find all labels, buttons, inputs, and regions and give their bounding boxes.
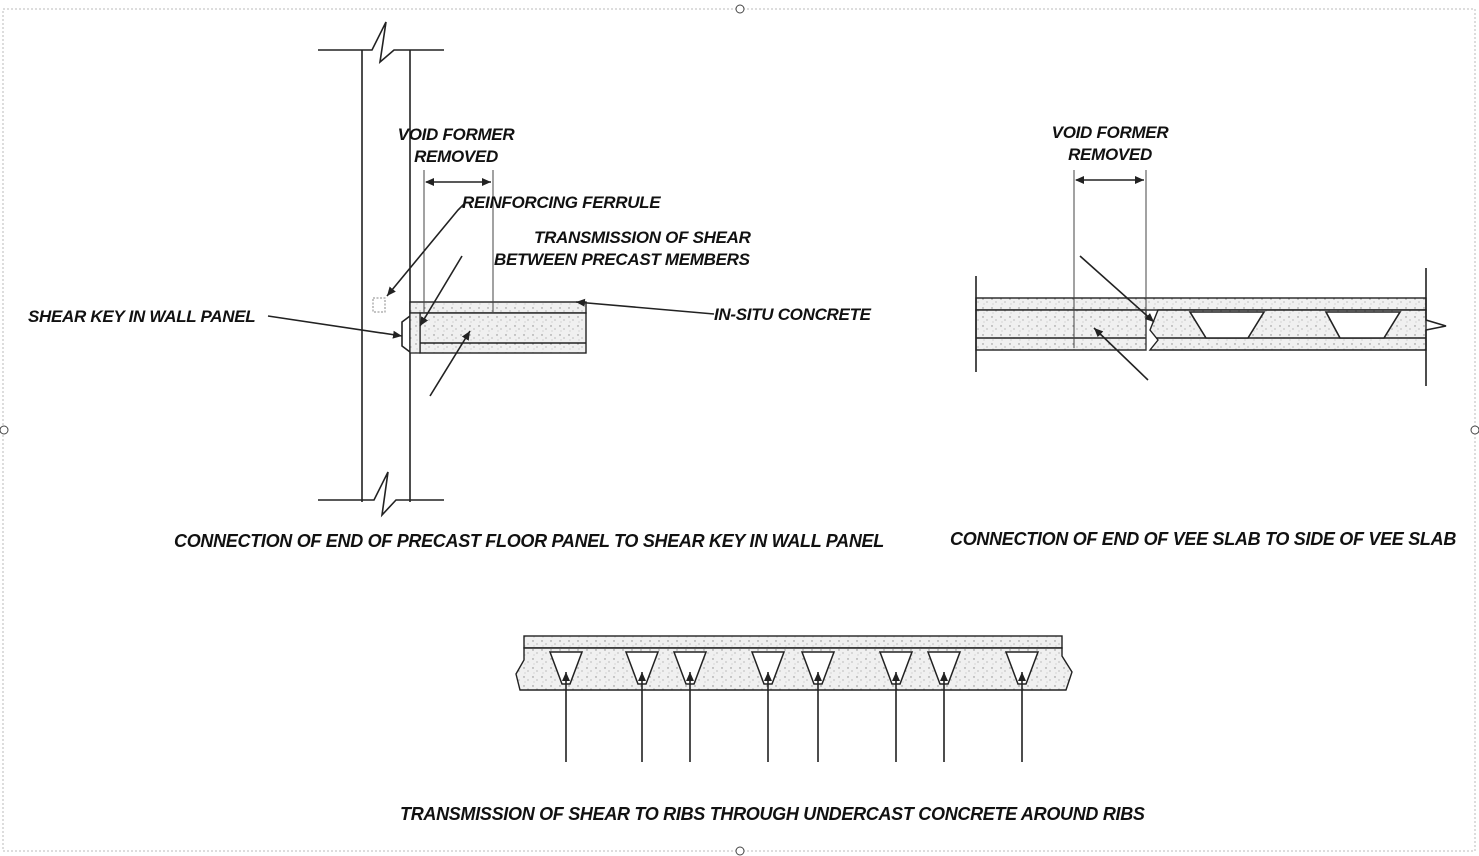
rib-void: [548, 651, 584, 685]
void-former-label-vee: VOID FORMER: [1052, 123, 1170, 142]
reinforcing-ferrule-label: REINFORCING FERRULE: [462, 193, 661, 212]
rib-void: [800, 651, 836, 685]
resize-handle-top[interactable]: [735, 4, 745, 14]
precast-floor-panel: [419, 312, 587, 354]
in-situ-topping: [409, 301, 587, 314]
rib-void: [1004, 651, 1040, 685]
removed-label-wall: REMOVED: [414, 147, 498, 166]
wall-break-bottom: [318, 471, 444, 518]
vee-leader-upper: [1079, 255, 1155, 323]
rib-void: [926, 651, 962, 685]
vee-void-1: [1188, 311, 1266, 339]
ribs-detail: TRANSMISSION OF SHEAR TO RIBS THROUGH UN…: [400, 635, 1145, 824]
ribs-detail-caption: TRANSMISSION OF SHEAR TO RIBS THROUGH UN…: [400, 804, 1145, 824]
shear-key: [401, 315, 411, 353]
vee-void-2: [1324, 311, 1402, 339]
removed-label-vee: REMOVED: [1068, 145, 1152, 164]
vee-detail-caption: CONNECTION OF END OF VEE SLAB TO SIDE OF…: [950, 529, 1456, 549]
in-situ-leader: [575, 298, 715, 315]
in-situ-label: IN-SITU CONCRETE: [714, 305, 872, 324]
transmission-leader-upper: [419, 255, 463, 327]
vee-break-right: [1425, 268, 1447, 386]
ribs-slab-body: [515, 647, 1073, 691]
shear-arrows: [562, 672, 1026, 762]
ribs-topping: [523, 635, 1063, 649]
vee-leader-lower: [1093, 327, 1149, 381]
rib-void: [624, 651, 660, 685]
wall-detail-caption: CONNECTION OF END OF PRECAST FLOOR PANEL…: [174, 531, 884, 551]
rib-void: [672, 651, 708, 685]
joint-infill: [409, 312, 421, 354]
resize-handle-left[interactable]: [0, 425, 9, 435]
rib-void: [878, 651, 914, 685]
transmission-leader-lower: [429, 330, 471, 397]
reinforcing-ferrule: [372, 297, 386, 313]
transmission-label-line2: BETWEEN PRECAST MEMBERS: [494, 250, 751, 269]
void-former-label-wall: VOID FORMER: [398, 125, 516, 144]
shear-key-leader: [267, 315, 403, 339]
transmission-label-line1: TRANSMISSION OF SHEAR: [534, 228, 752, 247]
shear-key-label: SHEAR KEY IN WALL PANEL: [28, 307, 255, 326]
ferrule-leader: [386, 201, 467, 297]
wall-panel-detail: VOID FORMER REMOVED REINFORCING FERRULE …: [28, 21, 884, 551]
wall-panel: [362, 50, 410, 502]
resize-handle-right[interactable]: [1470, 425, 1479, 435]
vee-end-slab: [975, 309, 1147, 351]
resize-handle-bottom[interactable]: [735, 846, 745, 856]
ribs: [548, 651, 1040, 685]
vee-topping: [975, 297, 1427, 311]
image-frame: [2, 8, 1476, 852]
rib-void: [750, 651, 786, 685]
vee-slab-detail: VOID FORMER REMOVED CONNECTION OF END OF…: [950, 123, 1457, 549]
wall-break-top: [318, 21, 444, 65]
